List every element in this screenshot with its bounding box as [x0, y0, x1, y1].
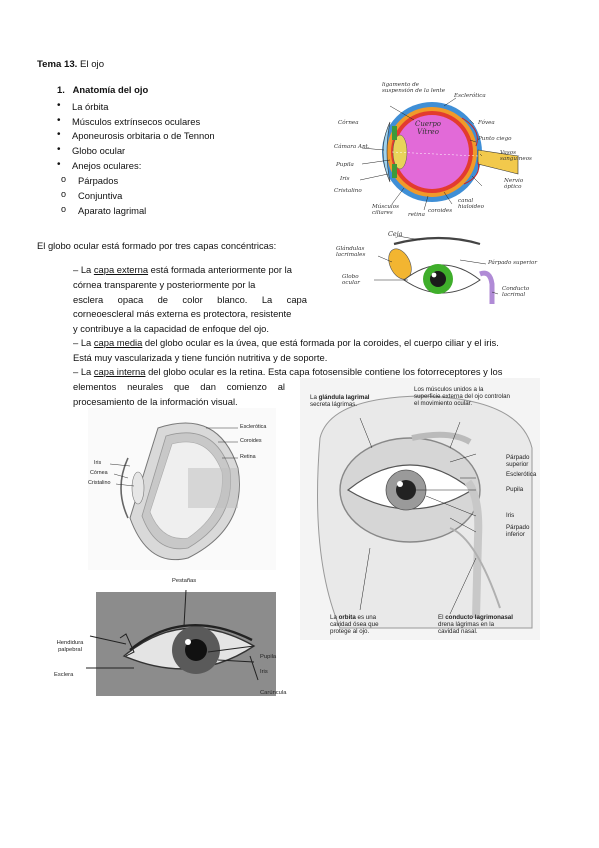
section-heading: 1. Anatomía del ojo [57, 84, 149, 95]
label-retina: Retina [240, 454, 256, 460]
caption-orbit: La orbita es una [330, 614, 377, 621]
orbit-lacrimal-figure: La glándula lagrimal secreta lágrimas. L… [300, 378, 540, 640]
bullet-icon: • [57, 144, 61, 155]
caption-lacrimal-gland: La glándula lagrimal [310, 394, 370, 401]
page-title: Tema 13. El ojo [37, 59, 105, 70]
label-ligament: ligamento de suspensión de la lente [382, 82, 446, 94]
list-item: •La órbita [57, 100, 109, 112]
caption-lacrimal-gland: secreta lágrimas. [310, 401, 358, 408]
layer-external-line: corneoescleral más externa es protectora… [73, 308, 292, 319]
caption-muscles: el movimiento ocular. [414, 400, 473, 407]
label-iris: Iris [260, 669, 268, 675]
layer-external-line: – La capa externa está formada anteriorm… [73, 264, 292, 275]
label-ciliary-muscles: Músculos ciliares [372, 204, 399, 216]
label-anterior-chamber: Cámara Ant. [334, 144, 370, 150]
caption-pupil: Pupila [506, 486, 524, 493]
label-lacrimal-glands: Glándulas lacrimales [336, 246, 366, 258]
caption-lower-eyelid: inferior [506, 531, 525, 538]
eye-photo-drawing [86, 589, 276, 696]
label-optic-nerve: Nervio óptico [504, 178, 524, 190]
caption-iris: Iris [506, 512, 515, 519]
caption-sclera: Esclerótica [506, 471, 537, 478]
eye-anatomy-diagram: ligamento de suspensión de la lente Escl… [332, 80, 564, 228]
caption-muscles: superficie externa del ojo controlan [414, 393, 510, 400]
lacrimal-eye-drawing [374, 235, 499, 304]
bullet-icon: • [57, 115, 61, 126]
label-caruncle: Carúncula [260, 690, 287, 696]
caption-orbit: protege al ojo. [330, 628, 370, 635]
label-palpebral-fissure: Hendidura palpebral [56, 640, 84, 653]
list-item: •Anejos oculares: [57, 159, 142, 171]
layer-internal-line: procesamiento de la información visual. [73, 396, 238, 407]
caption-upper-eyelid: Párpado [506, 454, 530, 461]
label-choroid: coroides [428, 208, 453, 214]
label-blood-vessels: Vasos sanguíneos [500, 150, 532, 162]
caption-lower-eyelid: Párpado [506, 524, 530, 531]
bullet-icon: • [57, 159, 61, 170]
label-lacrimal-duct: Conducto lacrimal [502, 286, 530, 298]
caption-upper-eyelid: superior [506, 461, 529, 468]
bullet-icon: • [57, 129, 61, 140]
label-eyebrow: Ceja [388, 230, 403, 238]
label-sclera: Esclerótica [240, 424, 267, 430]
caption-nasolacrimal-duct: cavidad nasal. [438, 628, 478, 635]
label-pupil: Pupila [260, 654, 277, 660]
label-upper-eyelid: Párpado superior [488, 260, 538, 266]
layer-internal-line: – La capa interna del globo ocular es la… [73, 366, 503, 377]
layer-middle-line: Está muy vascularizada y tiene función n… [73, 352, 328, 363]
label-choroid: Coroides [240, 438, 262, 444]
circle-bullet-icon: o [61, 204, 67, 214]
label-cornea: Córnea [90, 470, 108, 476]
eye-cross-section-drawing [109, 422, 240, 561]
label-blind-spot: Punto ciego [478, 136, 512, 142]
label-lens: Cristalino [88, 480, 111, 486]
circle-bullet-icon: o [61, 174, 67, 184]
label-eyeball: Globo ocular [342, 274, 360, 286]
list-item: •Músculos extrínsecos oculares [57, 115, 201, 127]
label-retina: retina [408, 212, 425, 218]
label-sclera: Esclerótica [454, 93, 486, 99]
label-iris: Iris [94, 460, 102, 466]
layer-external-line: y contribuye a la capacidad de enfoque d… [73, 323, 269, 334]
label-pupil: Pupila [336, 162, 354, 168]
caption-nasolacrimal-duct: drena lágrimas en la [438, 621, 495, 628]
label-eyelashes: Pestañas [172, 578, 197, 584]
layer-internal-line: elementos neurales que dan comienzo al [73, 381, 285, 392]
caption-muscles: Los músculos unidos a la [414, 386, 484, 393]
list-item: •Aponeurosis orbitaria o de Tennon [57, 129, 215, 141]
label-cornea: Córnea [338, 120, 359, 126]
bullet-icon: • [57, 100, 61, 111]
layer-external-line: esclera opaca de color blanco. La capa [73, 294, 307, 305]
circle-bullet-icon: o [61, 189, 67, 199]
eye-cross-section-figure: Esclerótica Coroides Retina Iris Córnea … [88, 408, 276, 570]
eye-photo-figure: Pestañas Hendidura palpebral Esclera Pup… [54, 576, 302, 700]
label-lens: Cristalino [334, 188, 362, 194]
label-sclera: Esclera [54, 672, 74, 678]
caption-orbit: cavidad ósea que [330, 621, 379, 628]
label-hyaloid-canal: canal hialoideo [458, 198, 484, 210]
layer-middle-line: – La capa media del globo ocular es la ú… [73, 337, 499, 348]
layer-external-line: córnea transparente y posteriormente por… [73, 279, 256, 290]
label-iris: Iris [340, 176, 350, 182]
list-item: •Globo ocular [57, 144, 126, 156]
label-vitreous: Cuerpo Vítreo [414, 120, 442, 136]
caption-nasolacrimal-duct: El conducto lagrimonasal [438, 614, 513, 621]
eye-anatomy-drawing [359, 97, 519, 211]
lacrimal-drawing: Ceja Glándulas lacrimales Globo ocular P… [330, 230, 562, 310]
label-fovea: Fóvea [478, 120, 495, 126]
orbit-skull-drawing [317, 395, 533, 629]
intro-paragraph: El globo ocular está formado por tres ca… [37, 240, 277, 251]
